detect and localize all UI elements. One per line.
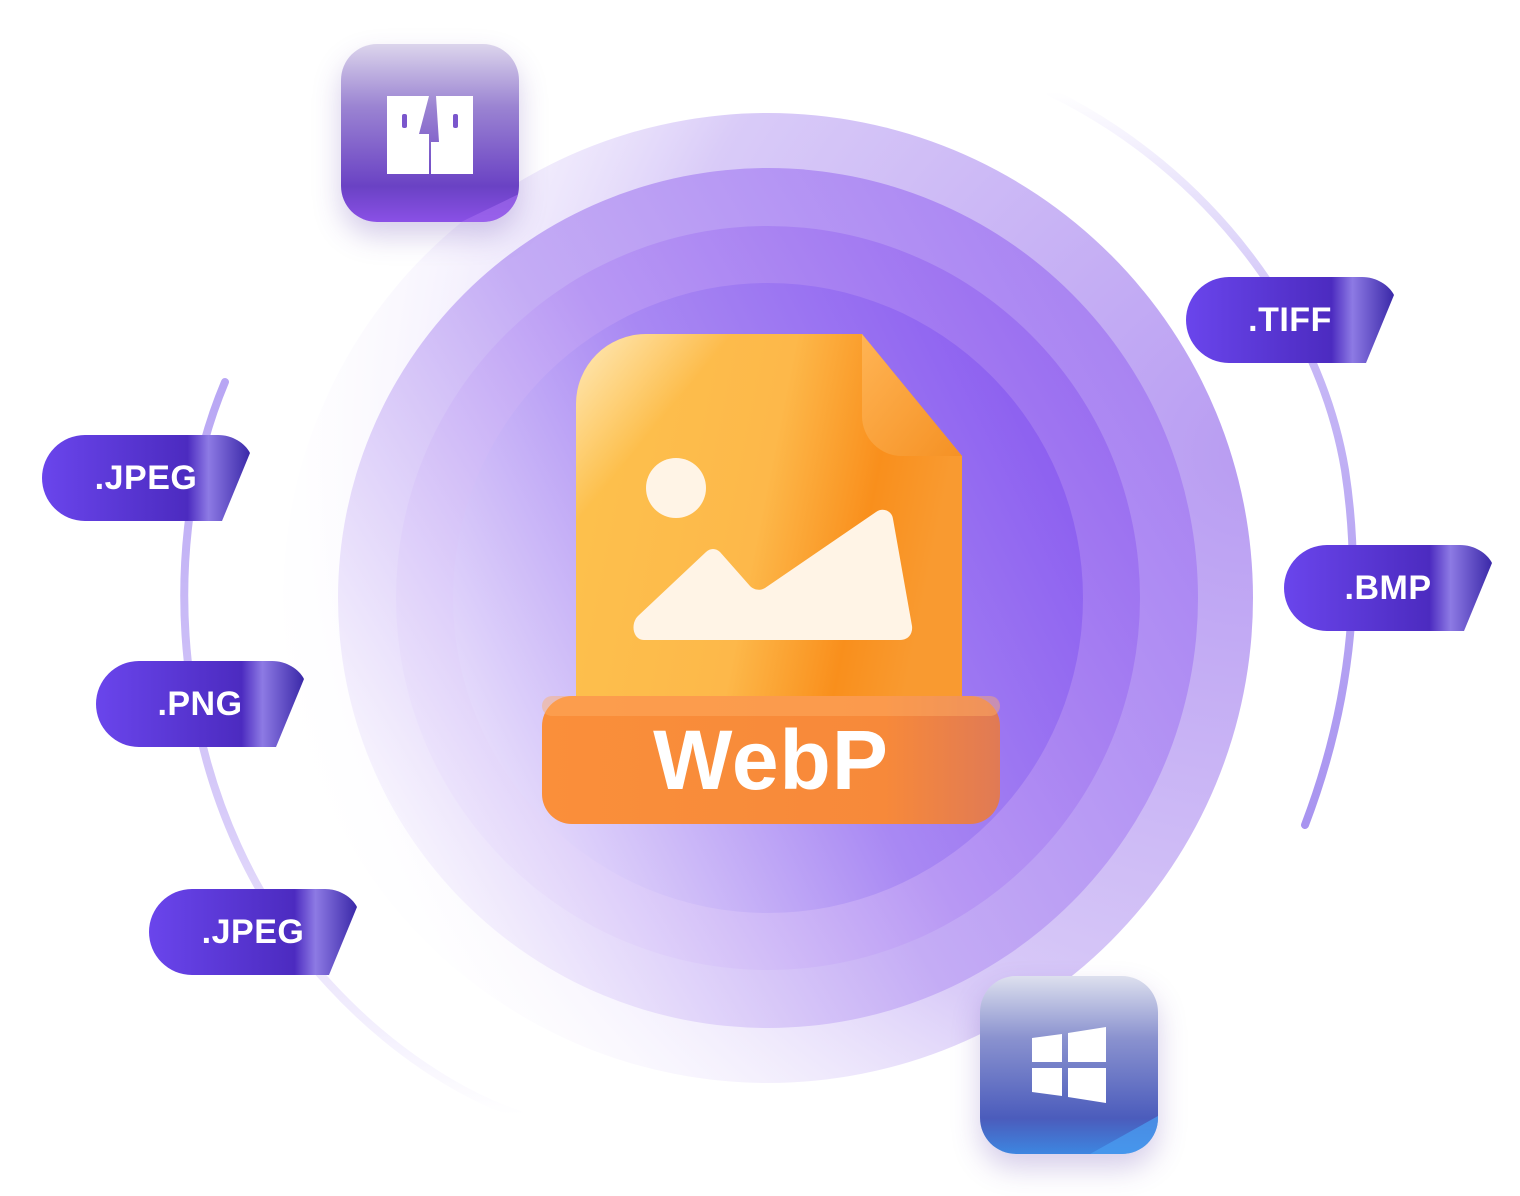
finder-icon: [341, 44, 519, 222]
format-tag-label: .PNG: [157, 685, 243, 723]
sun-shape: [646, 458, 706, 518]
right-orbit-arc: [1046, 88, 1357, 829]
format-tag-label: .JPEG: [201, 913, 305, 951]
format-tag-jpeg: .JPEG: [40, 433, 252, 523]
image-file-icon: WebP: [520, 320, 1020, 840]
format-tag-label: .BMP: [1344, 569, 1432, 607]
format-tag-bmp: .BMP: [1282, 543, 1494, 633]
format-tag-label: .TIFF: [1248, 301, 1332, 339]
windows-icon: [980, 976, 1158, 1154]
mountain-shape: [633, 509, 913, 640]
format-tag-png: .PNG: [94, 659, 306, 749]
format-tag-jpeg-2: .JPEG: [147, 887, 359, 977]
format-tag-tiff: .TIFF: [1184, 275, 1396, 365]
format-tag-label: .JPEG: [94, 459, 198, 497]
file-format-label: WebP: [653, 713, 889, 807]
